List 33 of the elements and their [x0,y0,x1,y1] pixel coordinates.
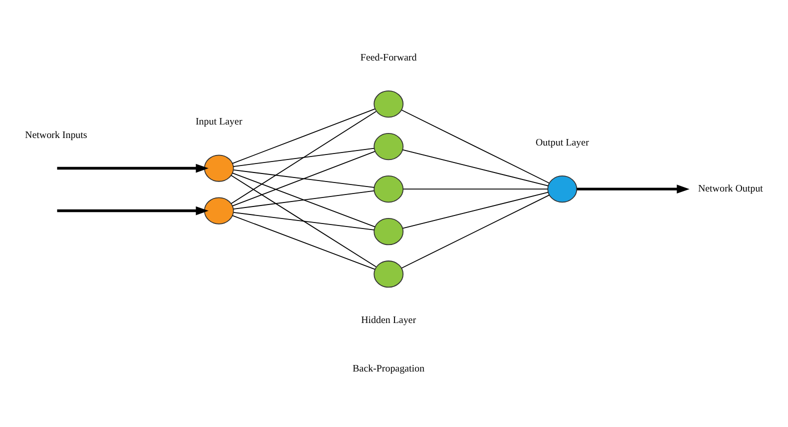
label: Network Inputs [25,130,88,142]
arrow [57,164,209,173]
connector [402,192,549,229]
connector [232,190,375,210]
label: Hidden Layer [361,314,416,326]
arrow [576,184,690,194]
label: Output Layer [536,137,589,148]
label: Feed-Forward [360,52,417,64]
connector [401,194,550,269]
label: Back-Propagation [352,364,424,375]
arrow [57,206,209,216]
node-circle [374,132,404,160]
label: Input Layer [196,116,242,128]
connector [233,170,375,188]
connector [233,212,375,230]
connector [232,150,376,206]
node-circle [374,176,404,203]
connector [401,110,550,184]
connector [232,108,376,164]
connector [232,215,376,270]
connector [402,149,549,186]
node-circle [204,197,234,224]
node-circle [547,176,578,203]
node-circle [374,90,404,118]
connector [232,148,375,167]
node-circle [374,218,404,246]
connector [232,172,376,228]
node-circle [374,260,404,288]
connector [230,111,376,204]
connector [402,188,548,190]
node-text: Network Output [698,184,763,195]
node-circle [204,154,234,182]
connector [230,174,376,268]
